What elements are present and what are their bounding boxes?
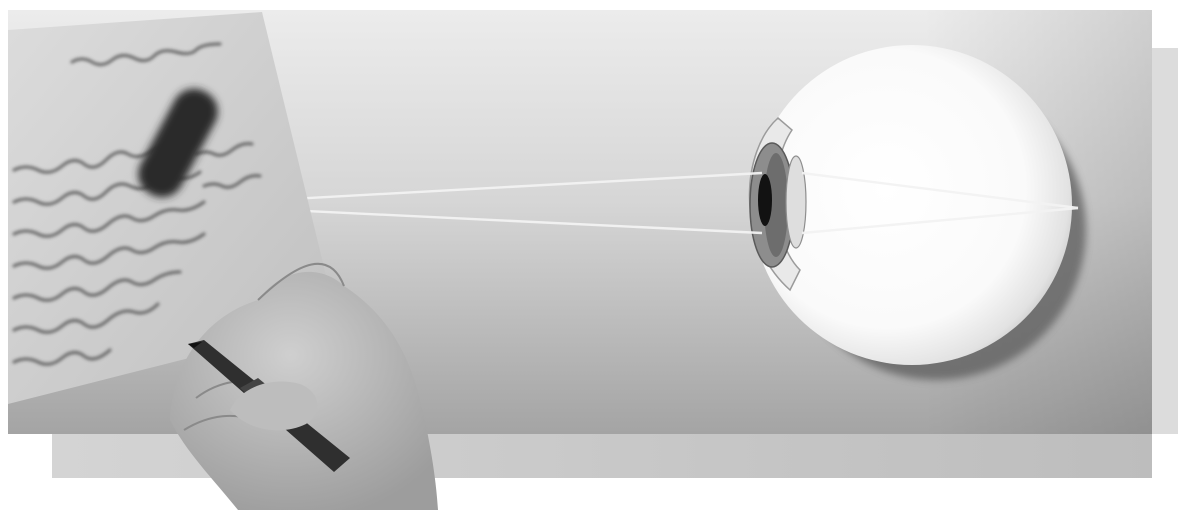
lens bbox=[786, 156, 806, 248]
pupil bbox=[758, 174, 772, 226]
eyeball-icon bbox=[749, 45, 1072, 365]
panel-side-shadow bbox=[1150, 48, 1178, 434]
